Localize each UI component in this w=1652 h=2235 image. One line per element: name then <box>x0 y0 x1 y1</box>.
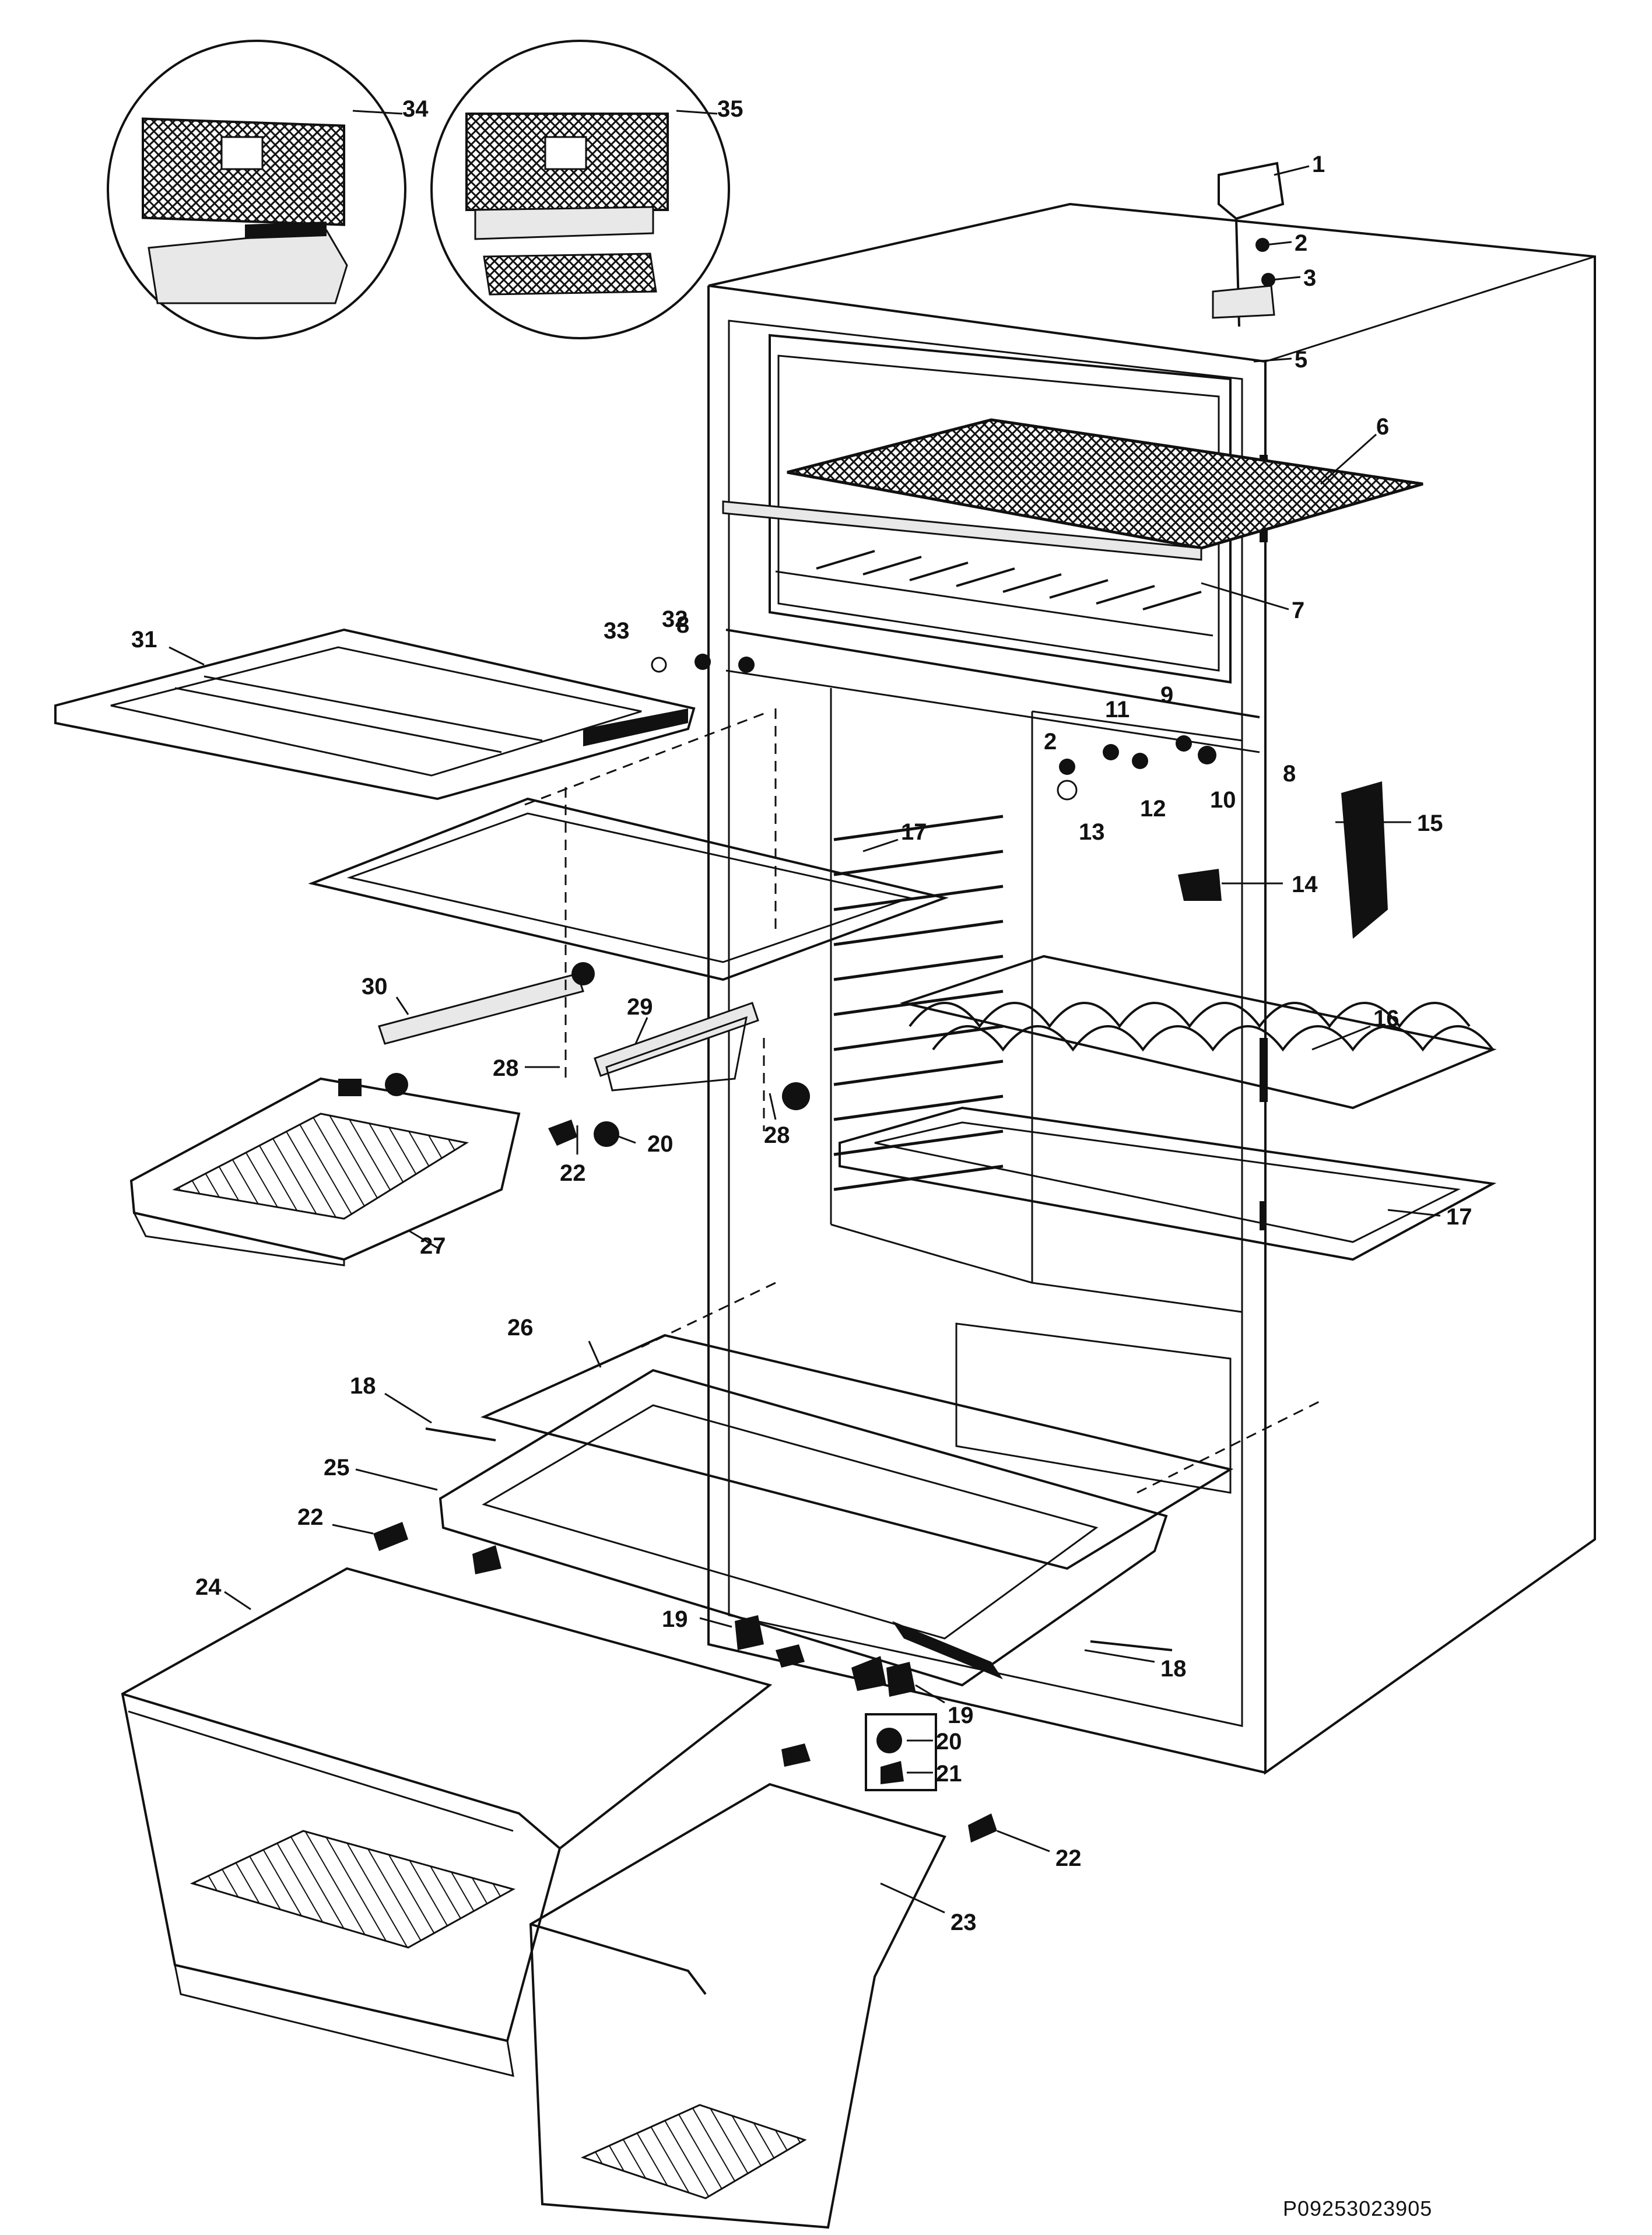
callout-12: 12 <box>1140 796 1166 822</box>
callout-18-left: 18 <box>350 1373 376 1399</box>
callout-6: 6 <box>1376 414 1389 440</box>
vegetable-drawer-small <box>529 1783 946 2229</box>
callout-22-left: 22 <box>297 1504 324 1530</box>
crisper-cover-glass <box>480 1334 1234 1570</box>
callout-15: 15 <box>1417 811 1443 836</box>
callout-18-right: 18 <box>1160 1656 1187 1682</box>
callout-24: 24 <box>195 1574 222 1600</box>
callout-20-upper: 20 <box>647 1131 674 1157</box>
callout-3: 3 <box>1303 265 1316 291</box>
refrigerator-cabinet <box>707 202 1596 1775</box>
callout-17-upper: 17 <box>901 819 927 845</box>
callout-34: 34 <box>402 96 429 122</box>
crisper-cover-frame <box>439 1369 1168 1687</box>
meat-drawer <box>129 1077 521 1266</box>
callout-25: 25 <box>324 1455 350 1480</box>
callout-29: 29 <box>627 994 653 1020</box>
inset-detail-35 <box>430 40 730 339</box>
callout-11: 11 <box>1105 697 1130 722</box>
small-hardware-parts <box>373 1427 1173 1843</box>
callout-19-right: 19 <box>948 1703 974 1728</box>
callout-8-upper: 8 <box>676 612 689 638</box>
callout-22-upper: 22 <box>560 1160 586 1186</box>
glass-shelf-top <box>54 628 696 801</box>
callout-27: 27 <box>420 1233 446 1259</box>
drawer-cover <box>548 1002 810 1147</box>
callout-19-left: 19 <box>662 1606 688 1632</box>
callout-2: 2 <box>1295 230 1307 256</box>
callout-23: 23 <box>950 1910 977 1935</box>
callout-2-lower: 2 <box>1044 729 1057 755</box>
drawer-rail <box>338 962 595 1096</box>
callout-7: 7 <box>1292 598 1304 623</box>
callout-10: 10 <box>1210 787 1236 813</box>
callout-16: 16 <box>1373 1006 1400 1031</box>
callout-14: 14 <box>1292 872 1318 897</box>
callout-32: 32 <box>662 606 688 632</box>
callout-35: 35 <box>717 96 743 122</box>
callout-26: 26 <box>507 1315 534 1341</box>
diagram-reference-code: P09253023905 <box>1283 2197 1432 2220</box>
callout-22-right: 22 <box>1055 1845 1082 1871</box>
callout-33: 33 <box>604 618 630 644</box>
leader-lines <box>169 110 1441 1914</box>
inset-detail-34 <box>107 40 406 339</box>
callout-5: 5 <box>1295 347 1307 373</box>
callout-labels: 1 2 3 5 6 7 8 9 8 10 11 12 2 13 14 15 16… <box>131 96 1472 1935</box>
callout-31: 31 <box>131 627 157 652</box>
glass-shelf-middle <box>308 797 949 981</box>
callout-28-right: 28 <box>764 1122 790 1148</box>
glass-shelf-lower <box>839 1106 1497 1261</box>
freezer-wire-shelf <box>722 418 1423 561</box>
callout-9: 9 <box>1160 682 1173 708</box>
assembly-guide-lines <box>524 708 1324 1494</box>
callout-8-lower: 8 <box>1283 761 1296 787</box>
bottle-rack <box>899 955 1497 1110</box>
callout-1: 1 <box>1312 152 1325 177</box>
vegetable-drawer-large <box>121 1567 773 2077</box>
lamp-and-switch-parts <box>651 654 1388 939</box>
callout-21: 21 <box>936 1761 962 1787</box>
callout-13: 13 <box>1079 819 1105 845</box>
callout-28-left: 28 <box>493 1055 519 1081</box>
thermostat-knob-assembly <box>1212 162 1285 327</box>
callout-30: 30 <box>362 974 388 999</box>
callout-17-lower: 17 <box>1446 1204 1472 1230</box>
callout-20-lower: 20 <box>936 1729 962 1755</box>
